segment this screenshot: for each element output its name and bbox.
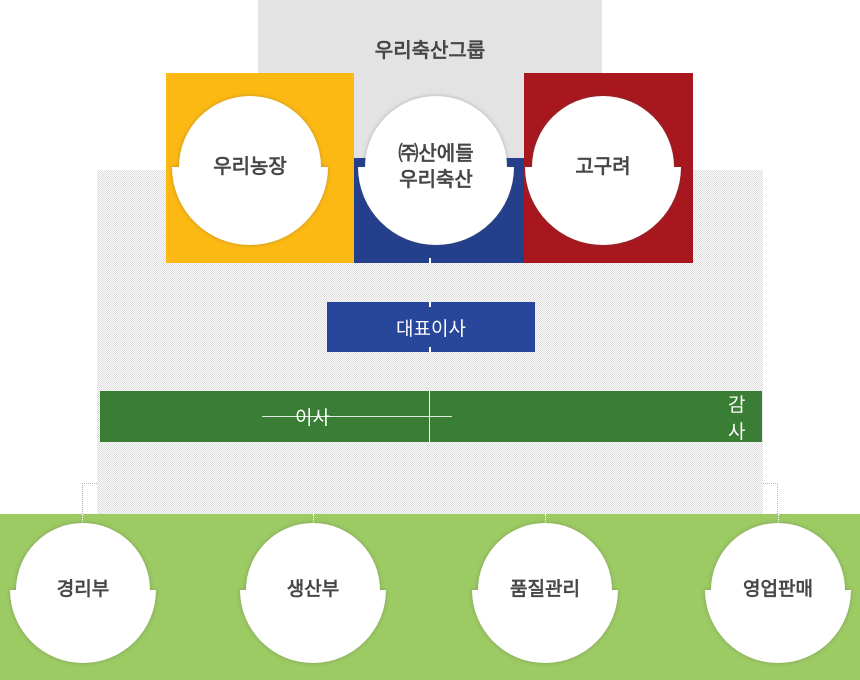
subsidiary-label: 고구려 [575,156,631,178]
department-connector-tick [313,514,314,524]
department-connector-tick [778,514,779,524]
badge-circle [358,96,514,245]
badge-circle [525,96,681,245]
badge-circle [472,523,618,663]
board-bar: 이사 감사 [100,391,762,443]
department-badge: 생산부 [240,517,386,663]
subsidiary-label: 우리농장 [213,156,287,178]
elbow-connector-left-vertical [82,483,83,514]
department-connector-tick [82,514,83,524]
ceo-label: 대표이사 [396,318,466,340]
department-label: 생산부 [286,578,340,600]
badge-circle [240,523,386,663]
group-title: 우리축산그룹 [374,40,486,62]
department-label: 품질관리 [510,578,580,600]
subsidiary-label: ㈜산에들 우리축산 [398,143,474,191]
department-label: 영업판매 [743,578,813,600]
connector-tick [429,347,431,352]
connector-tick [429,302,431,307]
department-badge: 경리부 [10,517,156,663]
department-label: 경리부 [56,578,110,600]
department-connector-tick [545,514,546,524]
badge-circle [10,523,156,663]
auditor-label: 감사 [728,394,746,443]
elbow-connector-left-horizontal [82,483,97,484]
board-divider-hline [262,416,452,417]
ceo-box: 대표이사 [327,302,535,352]
connector-tick [429,258,431,263]
department-badge: 영업판매 [705,517,851,663]
department-badge: 품질관리 [472,517,618,663]
badge-circle [172,96,328,245]
director-label: 이사 [295,408,330,429]
subsidiary-badge: ㈜산에들 우리축산 [358,89,514,245]
badge-circle [705,523,851,663]
subsidiary-badge: 고구려 [525,89,681,245]
elbow-connector-right-vertical [777,483,778,514]
subsidiary-badge: 우리농장 [172,89,328,245]
board-center-vline [429,391,430,442]
elbow-connector-right-horizontal [763,483,778,484]
